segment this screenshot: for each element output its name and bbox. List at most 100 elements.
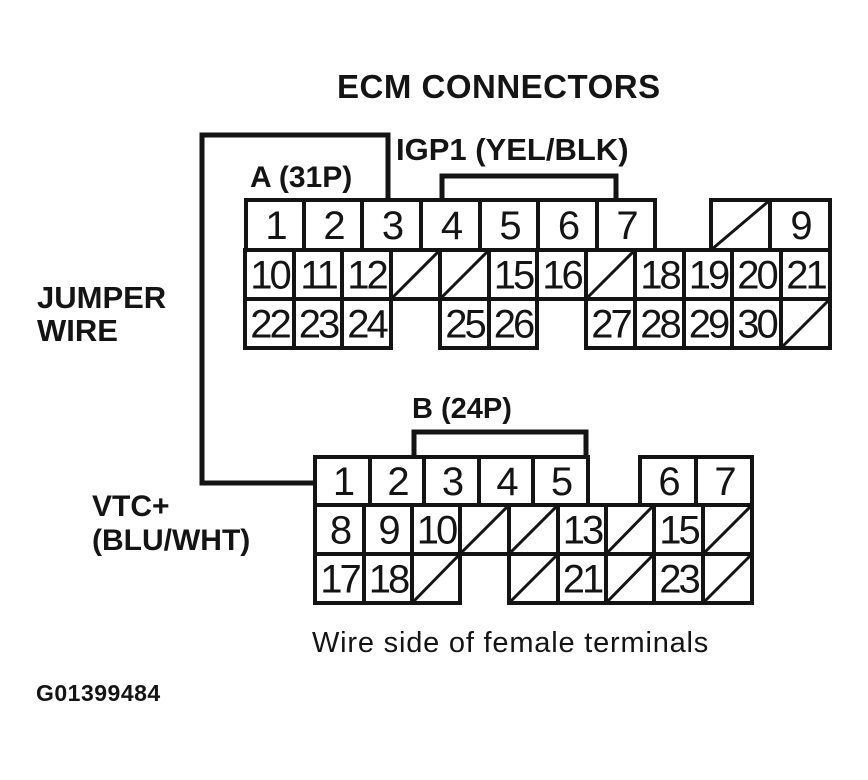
pin-number: 26 xyxy=(494,303,534,347)
connector-a-pin-12: 12 xyxy=(340,248,393,301)
slash-mark xyxy=(410,552,462,605)
pin-number: 27 xyxy=(591,303,631,347)
connector-a-label: A (31P) xyxy=(250,161,353,194)
connector-a-pin-4: 4 xyxy=(419,198,482,252)
slash-mark xyxy=(458,503,511,556)
connector-b-unused-cell xyxy=(410,552,462,605)
connector-b-unused-cell xyxy=(604,503,656,556)
slash-mark xyxy=(779,297,832,350)
connector-a-pin-9: 9 xyxy=(768,198,832,252)
pin-number: 28 xyxy=(640,303,680,347)
slash-mark xyxy=(507,503,560,556)
vtc-wire-label: VTC+(BLU/WHT) xyxy=(92,490,250,558)
connector-a-pin-30: 30 xyxy=(730,297,783,350)
pin-number: 2 xyxy=(323,204,344,248)
pin-number: 18 xyxy=(640,254,680,298)
connector-b-pin-15: 15 xyxy=(652,503,705,556)
igp1-bracket xyxy=(439,173,619,202)
pin-number: 13 xyxy=(563,509,603,553)
pin-number: 19 xyxy=(689,254,729,298)
connector-a-pin-15: 15 xyxy=(487,248,539,301)
pin-number: 1 xyxy=(333,460,354,504)
connector-b-pin-10: 10 xyxy=(410,503,462,556)
connector-a-pin-18: 18 xyxy=(633,248,686,301)
connector-b-pin-2: 2 xyxy=(368,455,426,507)
pin-number: 17 xyxy=(320,558,360,602)
pin-number: 9 xyxy=(790,204,811,248)
connector-b-unused-cell xyxy=(507,552,560,605)
pin-number: 4 xyxy=(441,204,463,248)
pin-number: 25 xyxy=(445,303,485,347)
pin-number: 10 xyxy=(417,509,457,553)
pin-number: 1 xyxy=(265,204,286,248)
pin-number: 23 xyxy=(659,558,699,602)
connector-b-pin-13: 13 xyxy=(556,503,608,556)
pin-number: 15 xyxy=(494,254,534,298)
connector-a-pin-19: 19 xyxy=(682,248,734,301)
slash-mark xyxy=(389,248,442,301)
pin-number: 22 xyxy=(250,303,290,347)
slash-mark xyxy=(701,503,754,556)
connector-b-unused-cell xyxy=(701,503,754,556)
pin-number: 6 xyxy=(558,204,579,248)
vtc-wire-label-line2: (BLU/WHT) xyxy=(92,524,251,557)
connector-b-pin-23: 23 xyxy=(652,552,705,605)
pin-number: 7 xyxy=(616,204,637,248)
connector-a-pin-27: 27 xyxy=(584,297,637,350)
connector-a-pin-16: 16 xyxy=(535,248,588,301)
connector-a-pin-22: 22 xyxy=(243,297,296,350)
pin-number: 2 xyxy=(387,460,408,504)
slash-mark xyxy=(604,552,656,605)
pin-number: 12 xyxy=(347,254,387,298)
pin-number: 30 xyxy=(737,303,777,347)
connector-a-pin-21: 21 xyxy=(779,248,832,301)
pin-number: 6 xyxy=(658,460,679,504)
connector-a-pin-7: 7 xyxy=(595,198,657,252)
pin-number: 5 xyxy=(499,204,520,248)
jumper-wire-path xyxy=(199,132,391,486)
b-24p-bracket xyxy=(411,429,589,459)
connector-a-pin-28: 28 xyxy=(633,297,686,350)
pin-number: 7 xyxy=(714,460,735,504)
jumper-wire-label-line1: JUMPER xyxy=(37,280,167,315)
connector-b-pin-1: 1 xyxy=(313,455,372,507)
slash-mark xyxy=(584,248,637,301)
connector-a-unused-cell xyxy=(438,248,491,301)
pin-number: 3 xyxy=(382,204,403,248)
igp1-wire-label: IGP1 (YEL/BLK) xyxy=(396,132,629,167)
connector-a-pin-20: 20 xyxy=(730,248,783,301)
pin-number: 4 xyxy=(496,460,518,504)
connector-b-pin-18: 18 xyxy=(362,552,414,605)
connector-a-pin-26: 26 xyxy=(487,297,539,350)
pin-number: 3 xyxy=(442,460,463,504)
connector-b-pin-21: 21 xyxy=(556,552,608,605)
pin-number: 10 xyxy=(250,254,290,298)
connector-a-pin-3: 3 xyxy=(360,198,423,252)
pin-number: 5 xyxy=(551,460,572,504)
connector-b-pin-4: 4 xyxy=(477,455,535,507)
jumper-wire-label-line2: WIRE xyxy=(37,313,118,348)
connector-a-pin-29: 29 xyxy=(682,297,734,350)
connector-b-pin-3: 3 xyxy=(422,455,481,507)
connector-a-pin-23: 23 xyxy=(292,297,344,350)
slash-mark xyxy=(438,248,491,301)
pin-number: 8 xyxy=(330,509,351,553)
connector-a-unused-cell xyxy=(709,198,772,252)
connector-b-pin-7: 7 xyxy=(694,455,754,507)
connector-b-pin-8: 8 xyxy=(313,503,366,556)
connector-b-label: B (24P) xyxy=(412,393,512,425)
connector-b-pin-6: 6 xyxy=(638,455,698,507)
pin-number: 29 xyxy=(689,303,729,347)
connector-b-unused-cell xyxy=(701,552,754,605)
connector-a-pin-5: 5 xyxy=(478,198,540,252)
vtc-wire-label-line1: VTC+ xyxy=(92,490,170,523)
connector-a-unused-cell xyxy=(779,297,832,350)
page-title: ECM CONNECTORS xyxy=(337,68,661,105)
slash-mark xyxy=(604,503,656,556)
pin-number: 9 xyxy=(378,509,399,553)
connector-b-pin-17: 17 xyxy=(313,552,366,605)
wire-side-caption: Wire side of female terminals xyxy=(312,627,710,659)
